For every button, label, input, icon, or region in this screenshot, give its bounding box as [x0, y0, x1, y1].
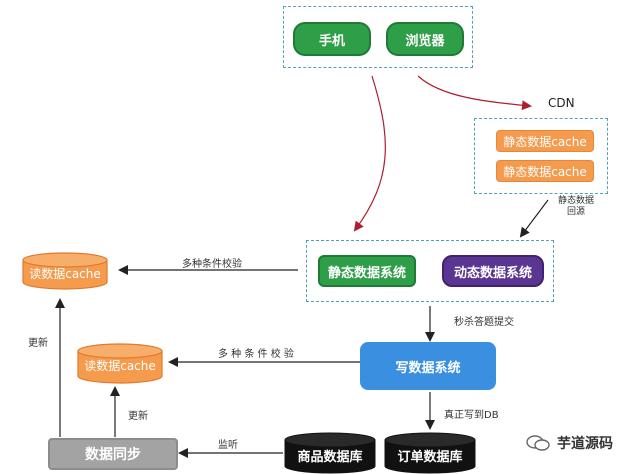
arrow-clients-to-static [353, 75, 386, 232]
order-db-label: 订单数据库 [397, 449, 463, 465]
clients-group [283, 6, 473, 68]
edge-label-update-mid: 更新 [128, 411, 148, 422]
middle-cache-cylinder [77, 343, 163, 384]
wechat-icon [526, 435, 550, 451]
browser-node: 浏览器 [386, 22, 464, 56]
order-db-cylinder [384, 432, 476, 474]
arrow-cdn-to-systems [519, 199, 549, 238]
write-system-node: 写数据系统 [360, 342, 496, 390]
edge-label-update-left: 更新 [28, 338, 48, 349]
static-system-node: 静态数据系统 [318, 255, 416, 287]
top-cache-label: 读数据cache [29, 266, 101, 281]
edge-label-write-db: 真正写到DB [444, 410, 499, 421]
systems-group [306, 240, 554, 302]
watermark-text: 芋道源码 [557, 436, 613, 452]
cdn-group [474, 118, 608, 194]
cdn-cache-1: 静态数据cache [496, 130, 594, 152]
cdn-label: CDN [548, 96, 575, 110]
data-sync-node: 数据同步 [48, 438, 178, 470]
edge-label-check-middle: 多 种 条 件 校 验 [218, 349, 294, 360]
middle-cache-label: 读数据cache [84, 358, 156, 373]
top-cache-cylinder [22, 252, 108, 290]
phone-node: 手机 [293, 22, 371, 56]
edge-label-seckill: 秒杀答题提交 [454, 317, 514, 328]
product-db-label: 商品数据库 [297, 449, 363, 465]
cdn-cache-2: 静态数据cache [496, 160, 594, 182]
dynamic-system-node: 动态数据系统 [442, 255, 544, 287]
edge-label-listen: 监听 [218, 440, 238, 451]
arrow-clients-to-cdn [417, 75, 532, 111]
watermark: 芋道源码 [525, 433, 613, 453]
cdn-origin-label: 静态数据 回源 [558, 196, 595, 217]
product-db-cylinder [284, 432, 376, 474]
edge-label-check-top: 多种条件校验 [182, 259, 242, 270]
